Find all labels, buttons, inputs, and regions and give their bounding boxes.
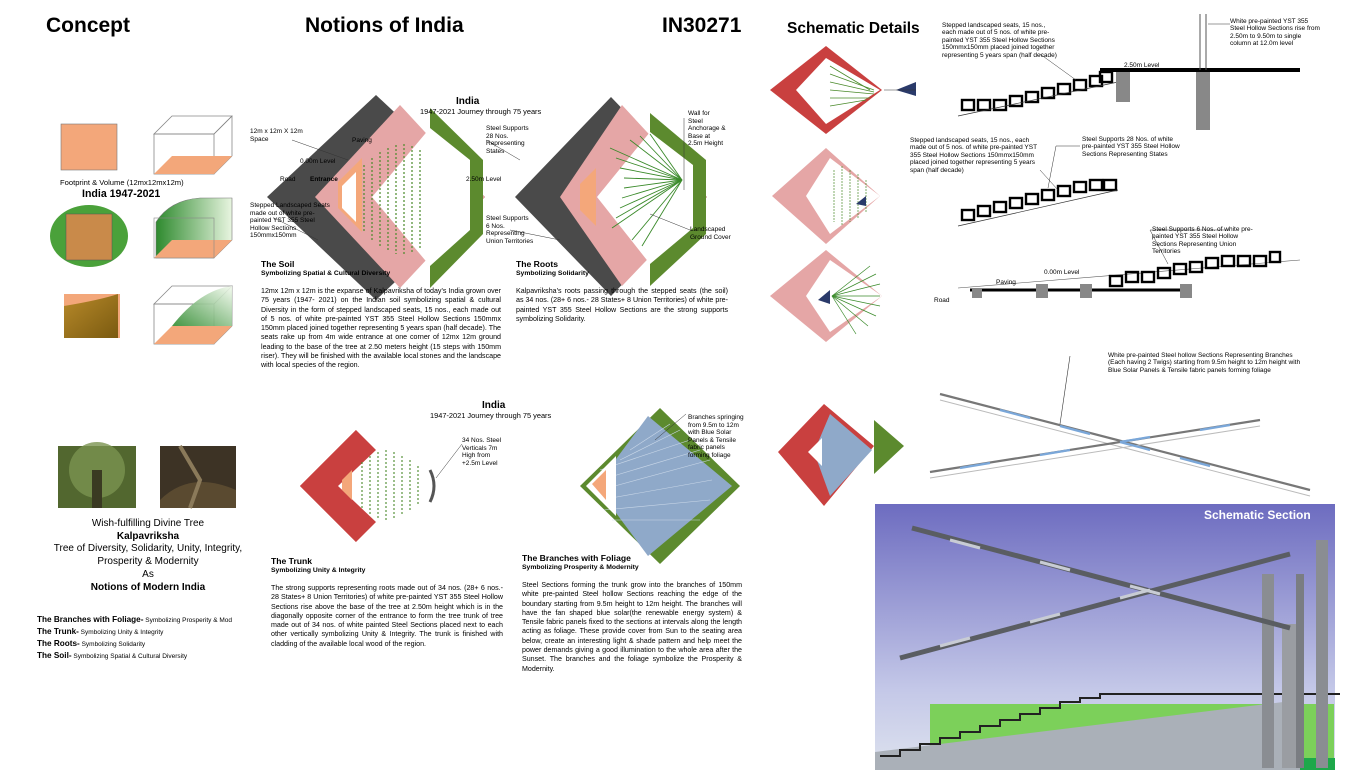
tree-notions: Notions of Modern India xyxy=(90,581,206,593)
legend-item: The Soil- Symbolizing Spatial & Cultural… xyxy=(37,651,188,660)
schematic-level25: 2.50m Level xyxy=(1124,62,1160,69)
roots-subtitle: Symbolizing Solidarity xyxy=(516,270,589,277)
roots-title: The Roots xyxy=(516,259,559,269)
level0-label: 0.00m Level xyxy=(300,158,336,165)
landscaped-label: Landscaped Ground Cover xyxy=(690,226,731,241)
trunk-subtitle: Symbolizing Unity & Integrity xyxy=(271,567,366,574)
roots-section: The Roots Symbolizing Solidarity Kalpavr… xyxy=(516,259,728,324)
top-diagram-title: India xyxy=(456,96,480,107)
trunk-verticals-label: 34 Nos. Steel Verticals 7m High from +2.… xyxy=(462,437,502,467)
tree-name: Kalpavriksha xyxy=(116,530,180,542)
schematic-note-2: Stepped landscaped seats, 15 nos., each … xyxy=(910,137,1037,174)
legend-item: The Roots- Symbolizing Solidarity xyxy=(37,639,146,648)
space-label: 12m x 12m X 12m Space xyxy=(250,128,303,143)
schematic-title: Schematic Details xyxy=(787,20,920,37)
schematic-note-white: White pre-painted YST 355 Steel Hollow S… xyxy=(1230,18,1320,48)
tree-as: As xyxy=(142,568,154,580)
branches-title: The Branches with Foliage xyxy=(522,553,631,563)
legend-item: The Branches with Foliage- Symbolizing P… xyxy=(37,615,232,624)
schematic-level0: 0.00m Level xyxy=(1044,269,1080,276)
level25-label: 2.50m Level xyxy=(466,176,502,183)
mid-diagram-title: India xyxy=(482,400,506,411)
wall-label: Wall for Steel Anchorage & Base at 2.5m … xyxy=(688,110,726,148)
tree-line1: Tree of Diversity, Solidarity, Unity, In… xyxy=(53,543,243,555)
concept-heading: Concept xyxy=(46,14,130,37)
schematic-paving: Paving xyxy=(996,279,1016,286)
page-title: Notions of India xyxy=(305,14,464,37)
supports28-label: Steel Supports 28 Nos. Representing Stat… xyxy=(486,125,529,155)
soil-section: The Soil Symbolizing Spatial & Cultural … xyxy=(261,259,501,371)
mid-diagram-subtitle: 1947-2021 Journey through 75 years xyxy=(430,411,552,420)
schematic-road: Road xyxy=(934,297,950,304)
branches-subtitle: Symbolizing Prosperity & Modernity xyxy=(522,564,639,571)
road-label: Road xyxy=(280,176,296,183)
supports6-label: Steel Supports 6 Nos. Representing Union… xyxy=(486,215,534,245)
soil-title: The Soil xyxy=(261,259,295,269)
top-diagram-subtitle: 1947-2021 Journey through 75 years xyxy=(420,107,542,116)
trunk-body: The strong supports representing roots m… xyxy=(271,584,503,648)
schematic-supports28: Steel Supports 28 Nos. of white pre-pain… xyxy=(1082,136,1180,158)
soil-subtitle: Symbolizing Spatial & Cultural Diversity xyxy=(261,270,391,277)
roots-body: Kalpavriksha's roots passing through the… xyxy=(516,287,728,323)
entrance-label: Entrance xyxy=(310,176,338,183)
footprint-label: Footprint & Volume (12mx12mx12m) xyxy=(60,178,184,187)
schematic-note-1: Stepped landscaped seats, 15 nos., each … xyxy=(942,22,1057,59)
legend-item: The Trunk- Symbolizing Unity & Integrity xyxy=(37,627,164,636)
seats-label: Stepped Landscaped Seats made out of whi… xyxy=(250,202,330,240)
schematic-branches-note: White pre-painted Steel hollow Sections … xyxy=(1108,352,1301,374)
legend-list: The Branches with Foliage- Symbolizing P… xyxy=(37,614,267,662)
branches-body: Steel Sections forming the trunk grow in… xyxy=(522,581,742,673)
soil-body: 12mx 12m x 12m is the expanse of Kalpavr… xyxy=(261,287,501,370)
branches-section: The Branches with Foliage Symbolizing Pr… xyxy=(522,553,742,674)
branch-label: Branches springing from 9.5m to 12m with… xyxy=(688,414,744,459)
tree-title: Wish-fulfilling Divine Tree xyxy=(91,518,205,529)
schematic-section-title: Schematic Section xyxy=(1204,508,1311,522)
project-code: IN30271 xyxy=(662,14,742,37)
tree-line2: Prosperity & Modernity xyxy=(97,556,199,568)
tree-description: Wish-fulfilling Divine Tree Kalpavriksha… xyxy=(36,518,260,594)
india-years-label: India 1947-2021 xyxy=(82,188,161,200)
paving-label: Paving xyxy=(352,137,372,144)
trunk-title: The Trunk xyxy=(271,556,313,566)
schematic-supports6: Steel Supports 6 Nos. of white pre-paint… xyxy=(1152,226,1253,256)
trunk-section: The Trunk Symbolizing Unity & Integrity … xyxy=(271,556,503,649)
